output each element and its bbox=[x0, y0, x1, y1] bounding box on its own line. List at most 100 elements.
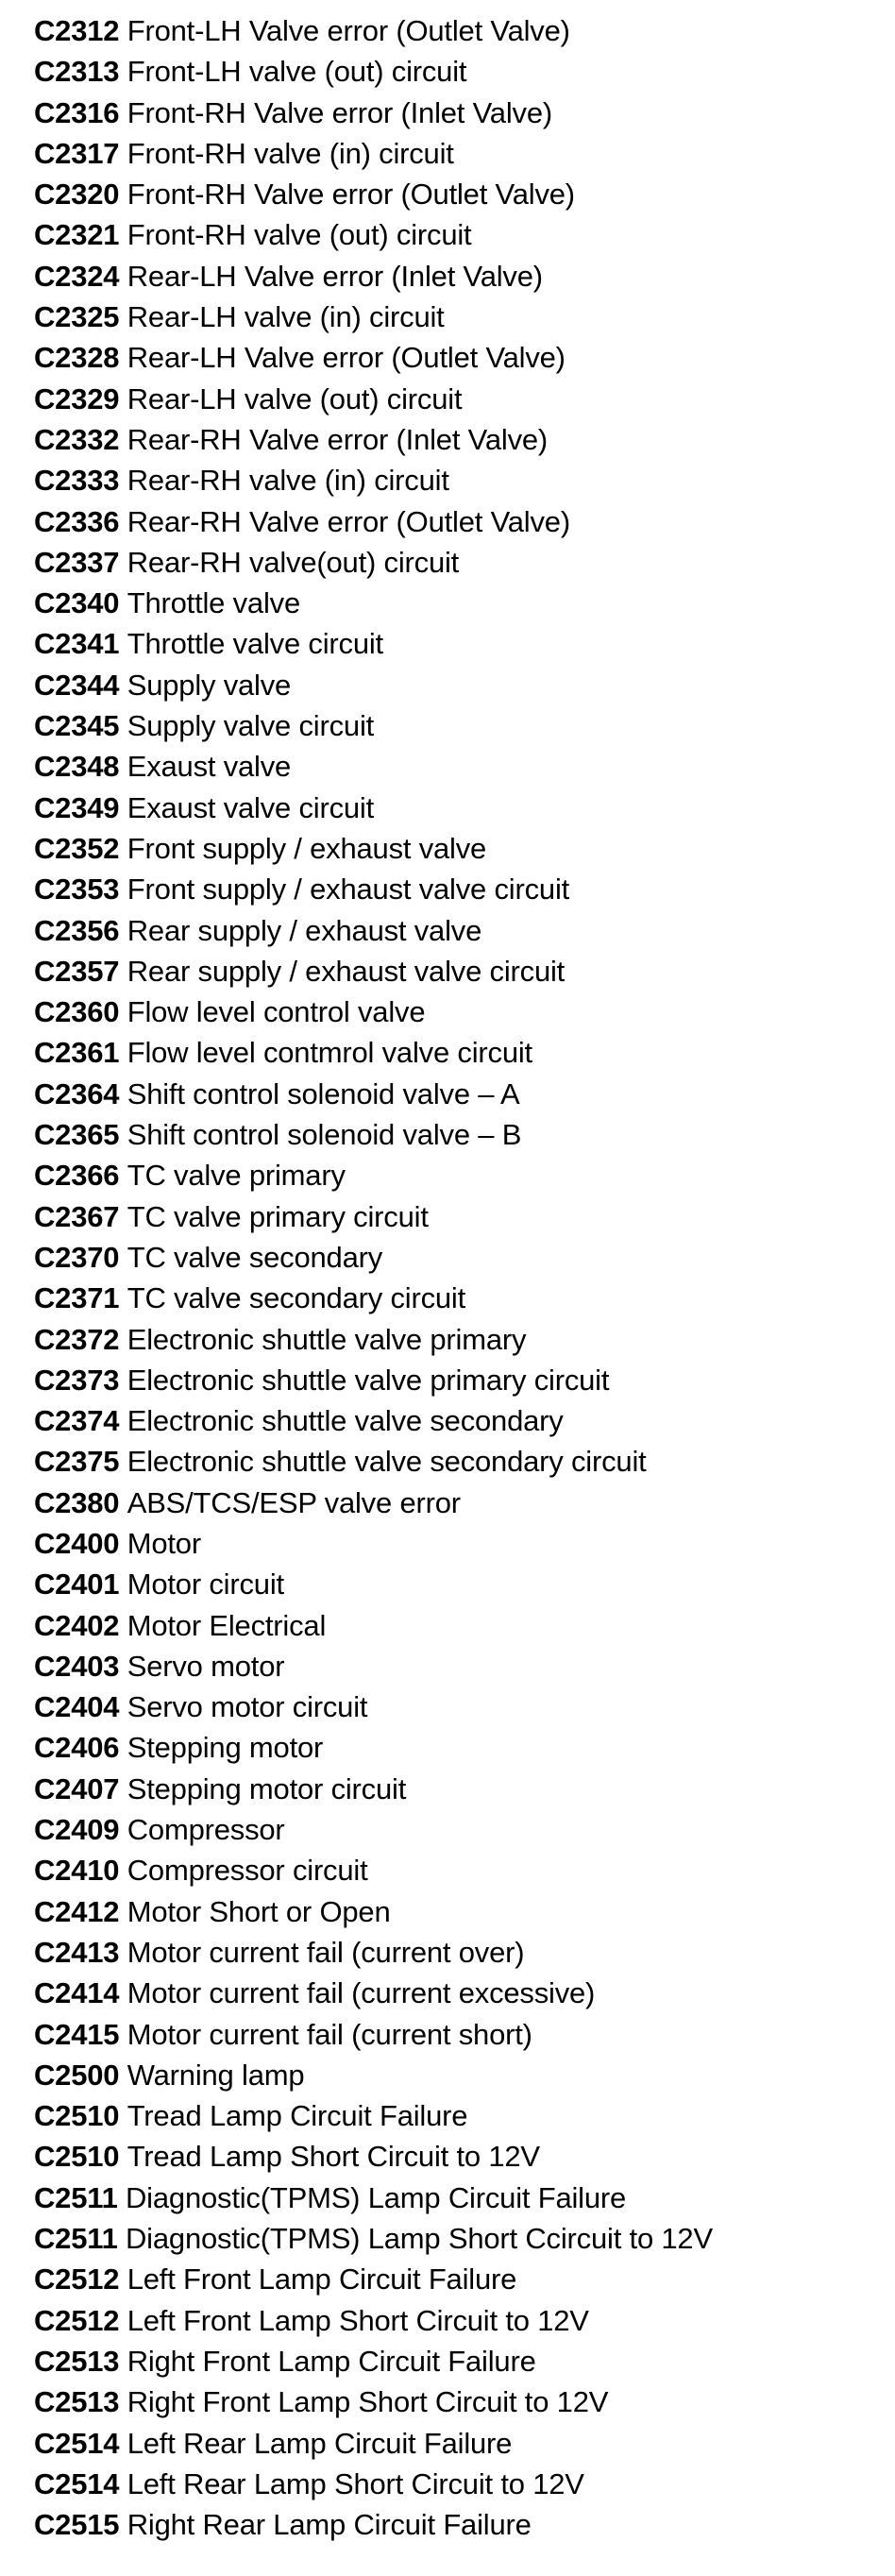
dtc-description: Rear-LH Valve error (Inlet Valve) bbox=[127, 259, 543, 293]
dtc-code: C2313 bbox=[34, 55, 120, 89]
dtc-code: C2352 bbox=[34, 831, 120, 865]
dtc-description: Compressor circuit bbox=[127, 1854, 368, 1888]
dtc-description: Front supply / exhaust valve circuit bbox=[127, 873, 570, 907]
dtc-description: Motor Electrical bbox=[127, 1608, 327, 1642]
dtc-code: C2372 bbox=[34, 1322, 120, 1356]
dtc-description: Front supply / exhaust valve bbox=[127, 831, 487, 865]
dtc-code: C2500 bbox=[34, 2058, 120, 2092]
dtc-description: Motor circuit bbox=[127, 1568, 284, 1602]
dtc-code: C2312 bbox=[34, 14, 120, 47]
dtc-description: Front-RH Valve error (Inlet Valve) bbox=[127, 95, 553, 129]
dtc-description: Left Rear Lamp Circuit Failure bbox=[127, 2426, 513, 2460]
dtc-description: Motor current fail (current over) bbox=[127, 1935, 525, 1969]
dtc-code: C2332 bbox=[34, 422, 120, 456]
dtc-code: C2510 bbox=[34, 2140, 120, 2174]
dtc-description: Stepping motor bbox=[127, 1731, 324, 1765]
dtc-description: Throttle valve bbox=[127, 586, 300, 620]
dtc-code: C2341 bbox=[34, 627, 120, 661]
dtc-code: C2367 bbox=[34, 1199, 120, 1233]
dtc-code: C2401 bbox=[34, 1568, 120, 1602]
dtc-code: C2402 bbox=[34, 1608, 120, 1642]
dtc-description: Right Front Lamp Short Circuit to 12V bbox=[127, 2385, 609, 2419]
dtc-description: Servo motor circuit bbox=[127, 1690, 368, 1724]
dtc-description: Front-RH valve (in) circuit bbox=[127, 136, 454, 170]
dtc-code: C2344 bbox=[34, 668, 120, 702]
dtc-code: C2407 bbox=[34, 1771, 120, 1805]
dtc-code: C2366 bbox=[34, 1159, 120, 1193]
dtc-description: Diagnostic(TPMS) Lamp Short Ccircuit to … bbox=[126, 2222, 713, 2256]
dtc-description: Rear supply / exhaust valve bbox=[127, 913, 482, 947]
dtc-description: Front-RH Valve error (Outlet Valve) bbox=[127, 178, 575, 212]
dtc-code: C2320 bbox=[34, 178, 120, 212]
dtc-description: Flow level contmrol valve circuit bbox=[127, 1036, 532, 1070]
dtc-description: TC valve secondary bbox=[127, 1240, 383, 1274]
dtc-code: C2510 bbox=[34, 2099, 120, 2133]
dtc-code: C2336 bbox=[34, 504, 120, 538]
dtc-description: TC valve primary bbox=[127, 1159, 346, 1193]
dtc-description: Left Front Lamp Circuit Failure bbox=[127, 2262, 517, 2296]
dtc-description: Compressor bbox=[127, 1813, 285, 1847]
dtc-code: C2348 bbox=[34, 750, 120, 784]
dtc-code: C2409 bbox=[34, 1813, 120, 1847]
dtc-code: C2356 bbox=[34, 913, 120, 947]
dtc-description: Right Front Lamp Circuit Failure bbox=[127, 2344, 536, 2378]
dtc-code: C2324 bbox=[34, 259, 120, 293]
dtc-description: Rear-RH valve (in) circuit bbox=[127, 464, 449, 498]
dtc-description: Motor bbox=[127, 1526, 201, 1560]
dtc-description: Tread Lamp Short Circuit to 12V bbox=[127, 2140, 540, 2174]
dtc-code: C2404 bbox=[34, 1690, 120, 1724]
dtc-code: C2410 bbox=[34, 1854, 120, 1888]
dtc-code: C2353 bbox=[34, 873, 120, 907]
dtc-description: Shift control solenoid valve – A bbox=[127, 1076, 520, 1110]
dtc-description: Electronic shuttle valve primary circuit bbox=[127, 1363, 610, 1397]
dtc-code: C2321 bbox=[34, 218, 120, 252]
dtc-description: Rear-RH valve(out) circuit bbox=[127, 545, 460, 579]
dtc-code: C2511 bbox=[34, 2180, 118, 2214]
dtc-code: C2415 bbox=[34, 2017, 120, 2051]
dtc-code: C2414 bbox=[34, 1976, 120, 2010]
dtc-code: C2371 bbox=[34, 1281, 120, 1315]
dtc-code: C2349 bbox=[34, 790, 120, 824]
dtc-description: Rear-LH Valve error (Outlet Valve) bbox=[127, 341, 566, 375]
dtc-description: Supply valve circuit bbox=[127, 709, 375, 743]
dtc-code: C2412 bbox=[34, 1894, 120, 1928]
dtc-code: C2514 bbox=[34, 2426, 120, 2460]
dtc-code: C2340 bbox=[34, 586, 120, 620]
dtc-code: C2373 bbox=[34, 1363, 120, 1397]
dtc-code: C2375 bbox=[34, 1445, 120, 1479]
